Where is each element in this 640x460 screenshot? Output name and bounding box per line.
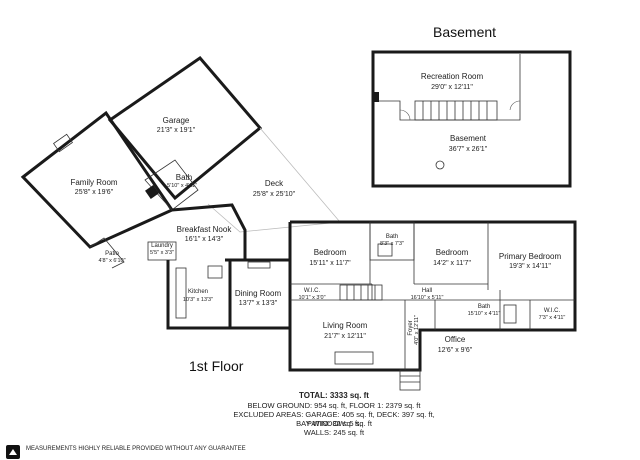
- mid-bath-tub: [377, 243, 393, 257]
- deck-name: Deck: [265, 179, 284, 188]
- footer: MEASUREMENTS HIGHLY RELIABLE PROVIDED WI…: [0, 444, 640, 460]
- total-area: TOTAL: 3333 sq. ft: [299, 391, 369, 400]
- laundry-outline: [147, 241, 177, 261]
- basement-room-name: Basement: [450, 134, 487, 143]
- garage-name: Garage: [163, 116, 190, 125]
- bedroom-1-dims: 15'11" x 11'7": [309, 260, 351, 267]
- foyer-name: Foyer: [408, 320, 414, 335]
- basement-room-dims: 36'7" x 26'1": [449, 146, 488, 153]
- wic-1-dims: 10'1" x 3'0": [298, 295, 325, 301]
- living-room-dims: 21'7" x 12'11": [324, 333, 366, 340]
- wic-2-dims: 7'3" x 4'11": [539, 315, 566, 321]
- recreation-room-dims: 29'0" x 12'11": [431, 84, 473, 91]
- living-room-name: Living Room: [323, 321, 368, 330]
- living-fireplace: [334, 351, 374, 365]
- wic-2-name: W.I.C.: [544, 308, 561, 314]
- hall-name: Hall: [422, 288, 432, 294]
- bay-window-area: BAY WINDOW: 5 sq. ft: [296, 419, 372, 428]
- basement-plan: Recreation Room 29'0" x 12'11" Basement …: [371, 50, 572, 188]
- family-room-name: Family Room: [70, 178, 117, 187]
- wic-1-name: W.I.C.: [304, 288, 321, 294]
- main-stairs: [339, 284, 383, 301]
- primary-bedroom-dims: 19'3" x 14'11": [509, 263, 551, 270]
- garage-bath-fixture: [145, 185, 159, 199]
- dining-room-name: Dining Room: [235, 289, 282, 298]
- fireplace-icon: [53, 133, 73, 153]
- bedroom-2-name: Bedroom: [436, 248, 469, 257]
- primary-bedroom-name: Primary Bedroom: [499, 252, 562, 261]
- recreation-room-wall: [376, 100, 521, 121]
- kitchen-stove: [207, 265, 223, 279]
- first-floor-title: 1st Floor: [189, 358, 244, 374]
- breakfast-nook-name: Breakfast Nook: [177, 225, 233, 234]
- garage-bath-name: Bath: [176, 173, 192, 182]
- first-floor-plan: Garage 21'3" x 19'1" Family Room 25'8" x…: [20, 55, 577, 391]
- bedroom-1-name: Bedroom: [314, 248, 347, 257]
- patio-dims: 4'8" x 6'10": [98, 258, 125, 264]
- logo-icon: [6, 445, 20, 459]
- hall-dims: 16'10" x 5'11": [411, 295, 444, 301]
- bedroom-2-dims: 14'2" x 11'7": [433, 260, 471, 267]
- mid-bath-dims: 8'3" x 7'3": [380, 241, 404, 247]
- basement-stairs: [414, 100, 498, 121]
- walls-area: WALLS: 245 sq. ft: [303, 428, 365, 437]
- dining-room-dims: 13'7" x 13'3": [239, 300, 278, 307]
- basement-door-swing: [399, 109, 411, 121]
- patio-name: Patio: [105, 251, 119, 257]
- recreation-room-name: Recreation Room: [421, 72, 484, 81]
- kitchen-outline: [166, 260, 232, 330]
- below-ground-area: BELOW GROUND: 954 sq. ft, FLOOR 1: 2379 …: [247, 401, 421, 410]
- office-name: Office: [445, 335, 466, 344]
- garage-bath-dims: 5'10" x 4'11": [167, 183, 197, 189]
- excluded-areas: EXCLUDED AREAS: GARAGE: 405 sq. ft, DECK…: [233, 410, 435, 428]
- kitchen-dims: 10'3" x 13'3": [183, 297, 213, 303]
- foyer-dims: 4'0" x 12'11": [414, 315, 420, 345]
- deck-dims: 25'8" x 25'10": [253, 191, 296, 198]
- basement-column: [373, 92, 379, 102]
- kitchen-name: Kitchen: [188, 289, 208, 295]
- dining-window: [247, 261, 271, 269]
- laundry-dims: 5'5" x 3'3": [150, 250, 174, 256]
- garage-dims: 21'3" x 19'1": [157, 127, 196, 134]
- family-room-dims: 25'8" x 19'6": [75, 189, 114, 196]
- garage-bath-outline: [144, 159, 199, 211]
- breakfast-nook-dims: 16'1" x 14'3": [185, 236, 224, 243]
- basement-door-swing: [509, 100, 521, 111]
- primary-bath-dims: 15'10" x 4'11": [468, 311, 501, 317]
- basement-title: Basement: [433, 24, 497, 40]
- primary-bath-name: Bath: [478, 304, 490, 310]
- basement-outline: [371, 50, 572, 188]
- kitchen-counter: [175, 267, 187, 319]
- main-block-outline: [288, 220, 577, 372]
- office-dims: 12'6" x 9'6": [438, 347, 473, 354]
- primary-bath-tub: [503, 304, 517, 324]
- patio-outline: [89, 237, 125, 269]
- water-heater: [435, 160, 445, 170]
- front-steps: [399, 369, 421, 391]
- footer-note: MEASUREMENTS HIGHLY RELIABLE PROVIDED WI…: [26, 446, 246, 452]
- laundry-name: Laundry: [151, 243, 173, 249]
- mid-bath-name: Bath: [386, 234, 398, 240]
